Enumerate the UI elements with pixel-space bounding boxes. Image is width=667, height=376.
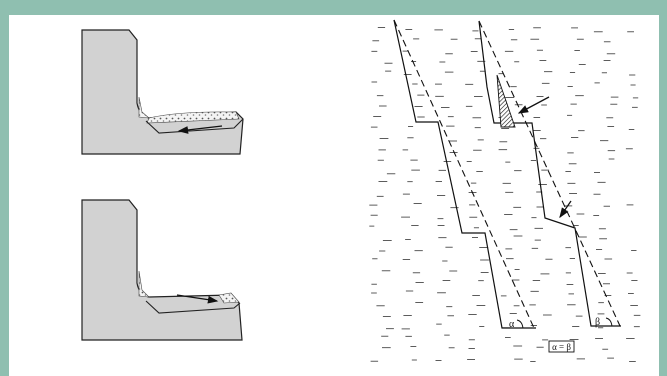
sediment-layer-top: [146, 111, 240, 124]
scarp-profile-right: [478, 20, 621, 327]
rock-mass-bottom: [81, 199, 243, 341]
arrow-to-wedge: [517, 96, 550, 114]
slide-panel: α β α = β: [9, 15, 659, 376]
dashed-line-right: [478, 20, 621, 327]
angle-beta-label: β: [595, 317, 600, 328]
talus-deposit-bottom: [138, 270, 150, 298]
arrow-left: [177, 125, 223, 134]
scarp-profile-left: [393, 19, 536, 329]
background-texture: [369, 27, 641, 363]
arrow-to-step: [559, 200, 572, 219]
equation-box: [548, 340, 575, 353]
cliff-block-bottom: [81, 199, 243, 341]
rock-mass-top: [81, 29, 244, 155]
cliff-block-top: [81, 29, 244, 155]
hatched-wedge: [496, 74, 516, 128]
geology-figure: α β α = β: [81, 19, 641, 363]
angle-alpha-label: α: [509, 319, 515, 330]
dashed-line-left: [393, 19, 535, 329]
stepped-scarp-diagram: α β α = β: [369, 19, 641, 363]
talus-deposit-top: [138, 96, 150, 119]
debris-pile-bottom: [218, 292, 240, 304]
equation-label: α = β: [552, 342, 571, 352]
arrow-right: [176, 294, 219, 304]
